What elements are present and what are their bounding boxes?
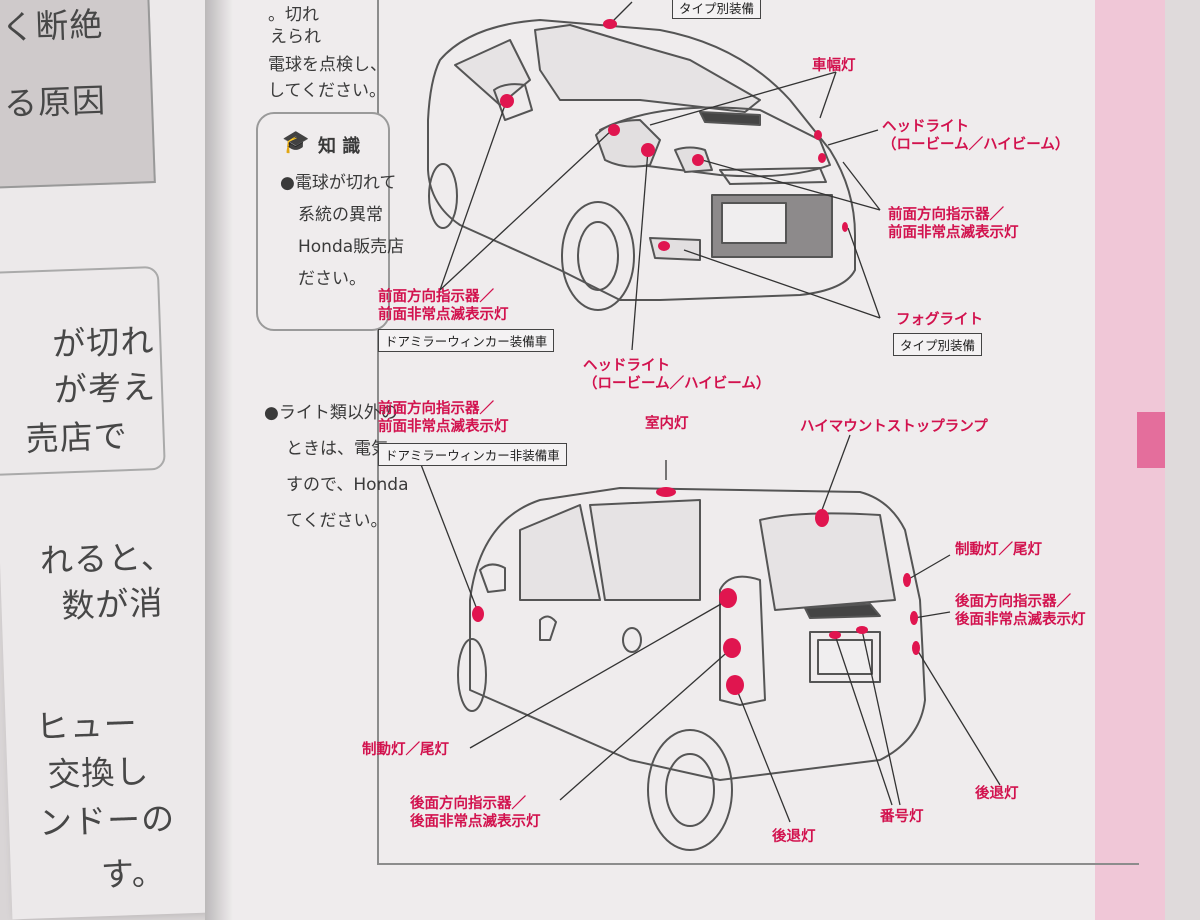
label-line: （ロービーム／ハイビーム） (882, 137, 1070, 154)
page-gutter-shadow (205, 0, 233, 920)
knowledge-box: 🎓 知 識 ●電球が切れて 系統の異常 Honda販売店 ださい。 (256, 112, 404, 331)
knowledge-title: 知 識 (318, 136, 361, 157)
label-door-mirror-not-equipped: ドアミラーウィンカー非装備車 (378, 443, 567, 466)
label-line: 後面非常点滅表示灯 (410, 814, 541, 831)
knowledge-line: ださい。 (298, 269, 366, 289)
label-interior-light: 室内灯 (645, 416, 689, 432)
label-reverse-right: 後退灯 (975, 786, 1019, 802)
marker-mirror-front (500, 94, 514, 108)
marker-brake-left (719, 588, 737, 608)
label-front-turn-right: 前面方向指示器／ 前面非常点滅表示灯 (888, 206, 1019, 242)
label-line: 前面非常点滅表示灯 (888, 225, 1019, 242)
type-badge-top: タイプ別装備 (672, 0, 762, 19)
label-brake-tail-left: 制動灯／尾灯 (362, 742, 449, 758)
label-headlight-bottom: ヘッドライト （ロービーム／ハイビーム） (583, 357, 770, 393)
marker-width-lamp (608, 124, 620, 136)
middle-line: してください。 (268, 81, 386, 101)
middle-line: 電球を点検し、 (268, 55, 387, 75)
label-reverse-left: 後退灯 (772, 829, 816, 845)
marker-high-mount (815, 509, 829, 527)
label-line: 前面非常点滅表示灯 (378, 307, 509, 324)
label-line: （ロービーム／ハイビーム） (583, 376, 771, 393)
marker-license-2 (856, 626, 868, 634)
label-line: 前面非常点滅表示灯 (378, 419, 509, 436)
type-badge-fog: タイプ別装備 (893, 333, 983, 356)
note-line: てください。 (286, 511, 388, 531)
label-line: 後面方向指示器／ (410, 796, 526, 812)
marker-fog-right (842, 222, 848, 232)
marker-brake-right (903, 573, 911, 587)
graduation-cap-icon: 🎓 (282, 130, 310, 155)
label-line: ヘッドライト (583, 358, 670, 374)
knowledge-line: ●電球が切れて (280, 173, 397, 193)
marker-turn-right (910, 611, 918, 625)
marker-mirror-rear (472, 606, 484, 622)
marker-reverse-right (912, 641, 920, 655)
knowledge-line: 系統の異常 (298, 205, 383, 225)
label-front-turn-left2: 前面方向指示器／ 前面非常点滅表示灯 (378, 400, 509, 436)
marker-side-2 (818, 153, 826, 163)
marker-top-front (603, 19, 617, 29)
marker-turn-left (723, 638, 741, 658)
marker-interior (656, 487, 676, 497)
note-line: ときは、電気 (286, 439, 388, 459)
note-line: ●ライト類以外の (264, 403, 398, 423)
label-width-lamp: 車幅灯 (812, 58, 856, 74)
label-rear-turn-right: 後面方向指示器／ 後面非常点滅表示灯 (955, 593, 1086, 629)
label-front-turn-left: 前面方向指示器／ 前面非常点滅表示灯 (378, 288, 509, 324)
note-line: すので、Honda (286, 475, 409, 495)
label-line: 前面方向指示器／ (378, 289, 494, 305)
marker-license-1 (829, 631, 841, 639)
label-line: 前面方向指示器／ (378, 401, 494, 417)
leader-lines (419, 1, 1001, 823)
label-brake-tail-right: 制動灯／尾灯 (955, 542, 1042, 558)
marker-reverse-left (726, 675, 744, 695)
page-edge (1165, 0, 1200, 920)
diagram-frame (377, 0, 1139, 865)
label-rear-turn-left: 後面方向指示器／ 後面非常点滅表示灯 (410, 795, 541, 831)
label-line: 前面方向指示器／ (888, 207, 1004, 223)
middle-line: えられ (270, 27, 321, 47)
marker-headlight (641, 143, 655, 157)
front-car-illustration (427, 19, 856, 311)
label-license-light: 番号灯 (880, 809, 924, 825)
marker-fog-left (658, 241, 670, 251)
rear-car-illustration (457, 487, 926, 851)
marker-side-1 (814, 130, 822, 140)
knowledge-line: Honda販売店 (298, 237, 405, 257)
label-door-mirror-equipped: ドアミラーウィンカー装備車 (378, 329, 555, 352)
label-fog-light: フォグライト (896, 312, 983, 328)
label-headlight-right: ヘッドライト （ロービーム／ハイビーム） (882, 118, 1069, 154)
label-line: ヘッドライト (882, 119, 969, 135)
label-line: 後面方向指示器／ (955, 594, 1071, 610)
label-high-mount: ハイマウントストップランプ (800, 419, 988, 435)
label-line: 後面非常点滅表示灯 (955, 612, 1086, 629)
marker-turn-front (692, 154, 704, 166)
middle-line: 。切れ (268, 5, 319, 25)
light-markers (472, 19, 920, 695)
car-lights-diagram (419, 1, 1001, 851)
